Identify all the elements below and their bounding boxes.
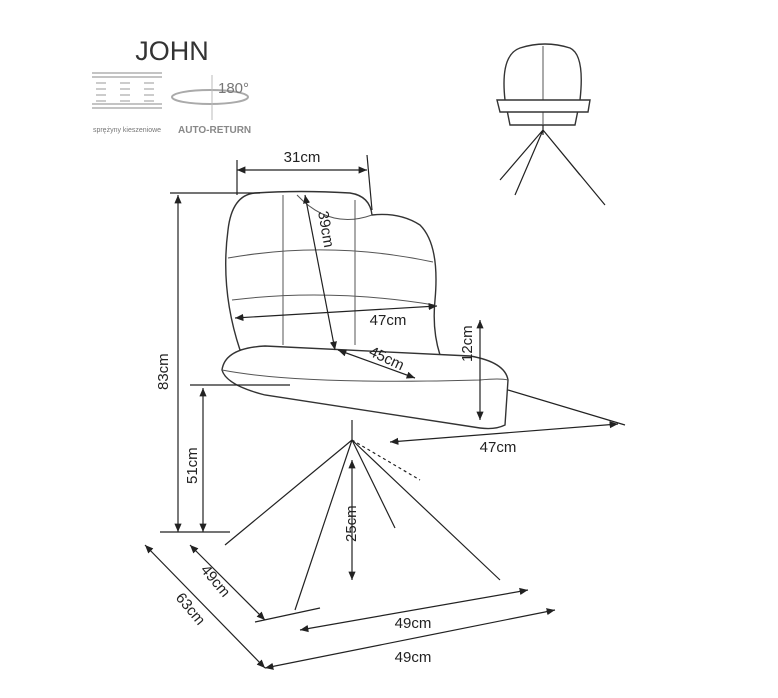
rotation-180-icon <box>171 75 249 120</box>
springs-label: sprężyny kieszeniowe <box>93 127 161 134</box>
chair-drawing <box>221 190 509 611</box>
dim-total-width: 49cm <box>395 649 432 666</box>
auto-return-label: AUTO-RETURN <box>178 125 251 136</box>
dim-backrest-height: 39cm <box>314 210 337 249</box>
dim-seat-height: 51cm <box>184 447 201 484</box>
dim-backrest-top-width: 31cm <box>284 149 321 166</box>
pocket-springs-icon <box>92 72 162 109</box>
dimension-lines <box>144 154 626 670</box>
dim-base-depth: 49cm <box>197 562 234 601</box>
dim-backrest-width: 47cm <box>370 312 407 329</box>
dim-base-height: 25cm <box>343 505 360 542</box>
rotation-angle: 180° <box>218 80 249 97</box>
dim-total-height: 83cm <box>155 353 172 390</box>
dim-total-depth: 63cm <box>172 590 209 629</box>
product-title: JOHN <box>135 36 209 66</box>
dim-base-width: 49cm <box>395 615 432 632</box>
dim-seat-width: 47cm <box>480 439 517 456</box>
dim-armrest-height: 12cm <box>459 325 476 362</box>
chair-back-view-thumbnail <box>496 43 606 206</box>
